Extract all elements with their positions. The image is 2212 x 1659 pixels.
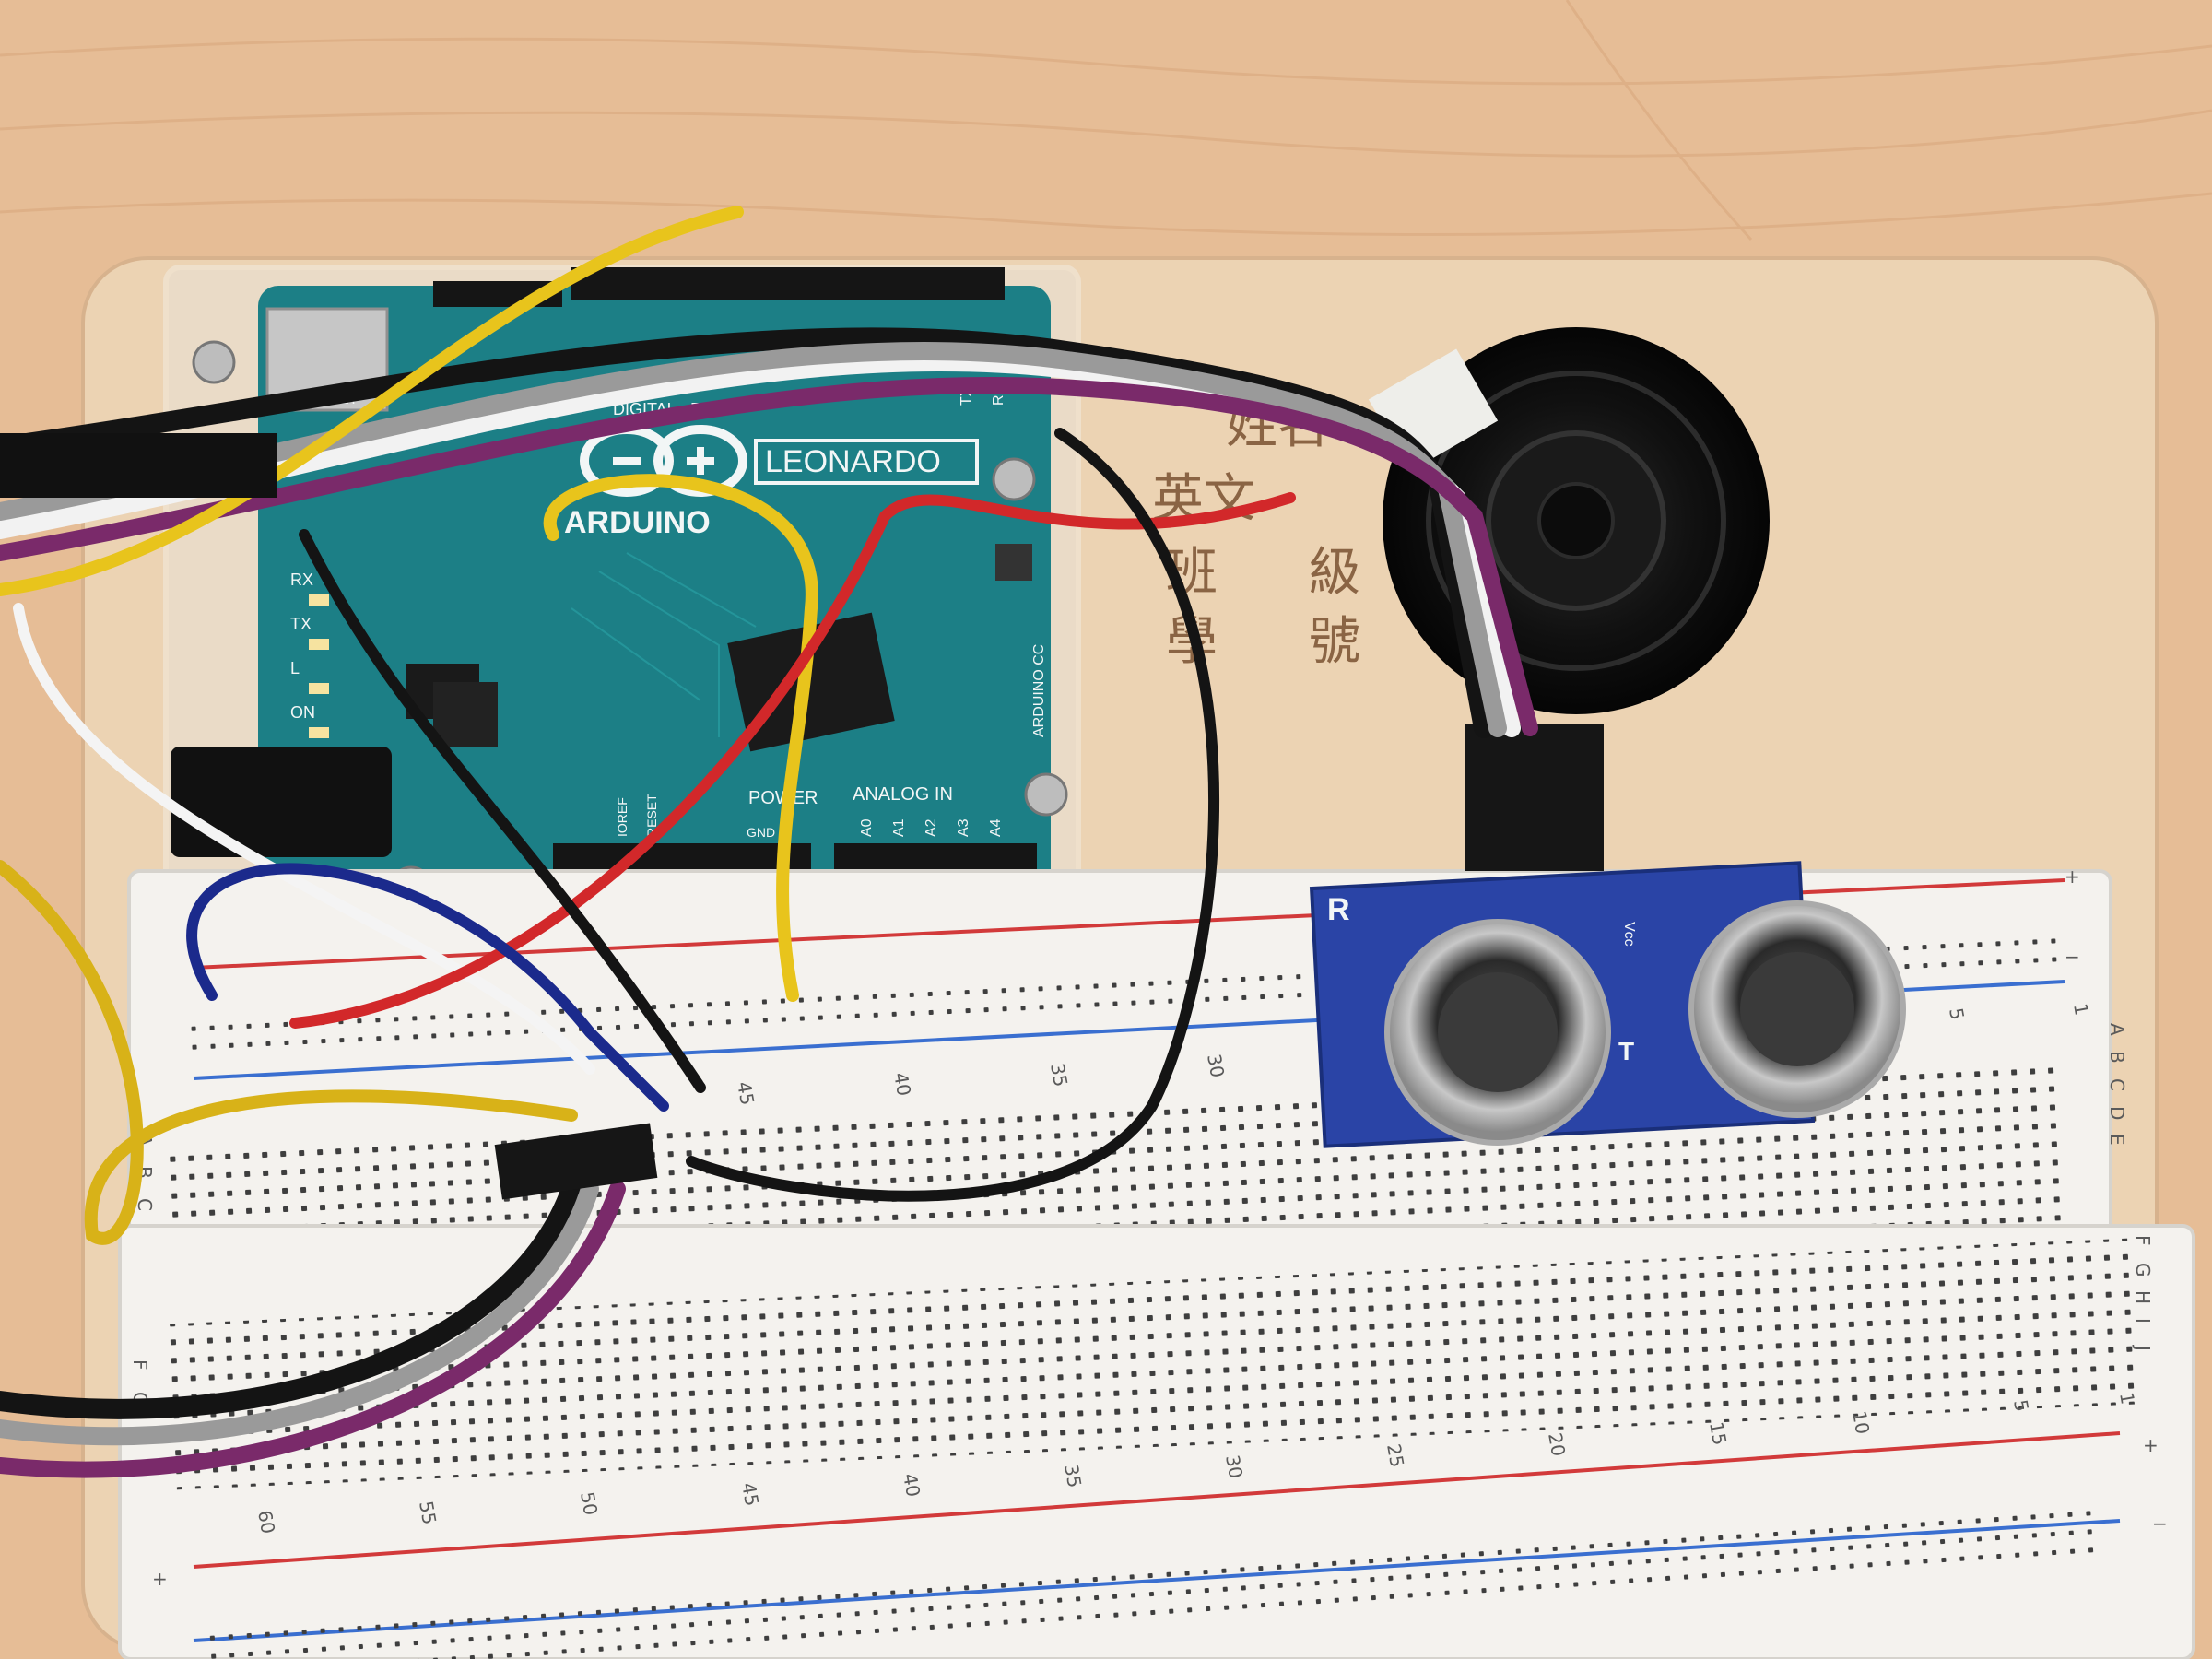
upper-row-letters-right: A B C D E	[2106, 1023, 2128, 1146]
sensor-t-label: T	[1618, 1037, 1634, 1065]
row-d-right: D	[2106, 1106, 2128, 1120]
wire-black-loop	[686, 428, 1219, 1202]
sensor-r-label: R	[1327, 892, 1350, 927]
rail-plus-upper: +	[2065, 865, 2080, 888]
row-g-right: G	[2132, 1263, 2154, 1277]
col-30: 30	[1203, 1053, 1229, 1079]
power-jack	[171, 747, 392, 857]
wire-yellow-loop	[543, 474, 818, 1002]
wire-ribbon-lower-purple	[0, 1181, 626, 1478]
pin-a4: A4	[988, 818, 1004, 837]
wire-yellow-left	[0, 860, 578, 1245]
col-5: 5	[1945, 1006, 1969, 1022]
usb-cable	[0, 433, 276, 498]
wire-gray-ribbon	[0, 342, 1507, 737]
row-f-right: F	[2132, 1235, 2154, 1246]
lcol-60: 60	[253, 1509, 279, 1535]
lcol-5: 5	[2009, 1398, 2033, 1414]
pin-a3: A3	[956, 818, 971, 837]
screw-right	[992, 457, 1036, 501]
row-e-right: E	[2106, 1134, 2128, 1146]
reset-button	[995, 544, 1032, 581]
wire-yellow-long	[0, 206, 744, 596]
screw-top-left	[192, 340, 236, 384]
lcol-55: 55	[415, 1500, 441, 1526]
lcol-15: 15	[1705, 1420, 1731, 1447]
col-1: 1	[2069, 1002, 2093, 1018]
pin-gnd: GND	[747, 825, 775, 840]
row-j-right: J	[2132, 1344, 2154, 1351]
engraved-class-2: 級	[1309, 543, 1360, 603]
col-35: 35	[1046, 1062, 1072, 1088]
pin-ioref: IOREF	[615, 797, 629, 837]
row-a-right: A	[2106, 1023, 2128, 1036]
lower-column-numbers: 60 55 50 45 40 35 30 25 20 15 10 5 1	[253, 1391, 2139, 1535]
screw-bottom-right	[1024, 772, 1068, 817]
board-model: LEONARDO	[765, 444, 941, 479]
regulator	[433, 682, 498, 747]
led-l-label: L	[290, 659, 300, 677]
lcol-1: 1	[2115, 1391, 2139, 1406]
lcol-35: 35	[1060, 1463, 1086, 1489]
ultrasonic-sensor: R T Vcc	[1309, 724, 1906, 1148]
power-pin-labels: IOREF RESET GND	[615, 794, 775, 840]
row-c-left: C	[134, 1198, 156, 1211]
lcol-45: 45	[737, 1481, 763, 1508]
row-h-right: H	[2132, 1290, 2154, 1304]
led-tx-label: TX	[290, 615, 312, 633]
sensor-vcc-label: Vcc	[1621, 922, 1637, 947]
lcol-25: 25	[1382, 1442, 1408, 1469]
analog-label: ANALOG IN	[853, 784, 953, 805]
digital-header	[571, 267, 1005, 300]
wire-ribbon-lower-black	[0, 1179, 582, 1419]
pin-a1: A1	[891, 818, 907, 837]
upper-column-numbers: 45 40 35 30 5 1	[733, 1002, 2093, 1107]
lower-row-letters-right: F G H I J	[2132, 1235, 2154, 1351]
pin-a0: A0	[859, 818, 875, 837]
breadboard-lower: + − + F G H I J F G 60 55 50 45 40 35 30…	[118, 1224, 2195, 1659]
board-brand: ARDUINO	[564, 505, 711, 540]
sensor-connector	[1465, 724, 1604, 871]
cc-label: ARDUINO CC	[1031, 644, 1047, 737]
engraved-number: 號	[1309, 612, 1360, 672]
lcol-30: 30	[1221, 1453, 1247, 1480]
rail-plus-lower-left: +	[152, 1568, 168, 1590]
wire-purple-ribbon	[0, 377, 1538, 736]
pin-reset: RESET	[644, 794, 659, 837]
wire-black-short	[299, 529, 706, 1093]
wire-blue	[186, 863, 669, 1112]
row-i-right: I	[2132, 1318, 2154, 1324]
lcol-50: 50	[576, 1490, 602, 1517]
wood-grain	[0, 0, 2212, 241]
rail-minus-lower: −	[2152, 1512, 2168, 1535]
analog-pin-labels: A0 A1 A2 A3 A4	[859, 818, 1004, 837]
row-b-right: B	[2106, 1051, 2128, 1064]
row-c-right: C	[2106, 1078, 2128, 1091]
wire-ribbon-lower-gray	[0, 1180, 599, 1446]
rail-minus-upper: −	[2065, 946, 2080, 968]
lcol-10: 10	[1848, 1409, 1874, 1436]
col-40: 40	[889, 1071, 915, 1098]
col-45: 45	[733, 1080, 759, 1107]
rail-plus-lower: +	[2143, 1434, 2159, 1456]
led-on-label: ON	[290, 703, 315, 722]
led-rx-label: RX	[290, 571, 313, 589]
pin-a2: A2	[924, 818, 939, 837]
jumper-wires	[0, 206, 1538, 1478]
row-f-left: F	[129, 1359, 151, 1371]
lcol-20: 20	[1544, 1431, 1570, 1458]
lcol-40: 40	[899, 1472, 924, 1499]
ribbon-connector	[494, 1123, 658, 1200]
